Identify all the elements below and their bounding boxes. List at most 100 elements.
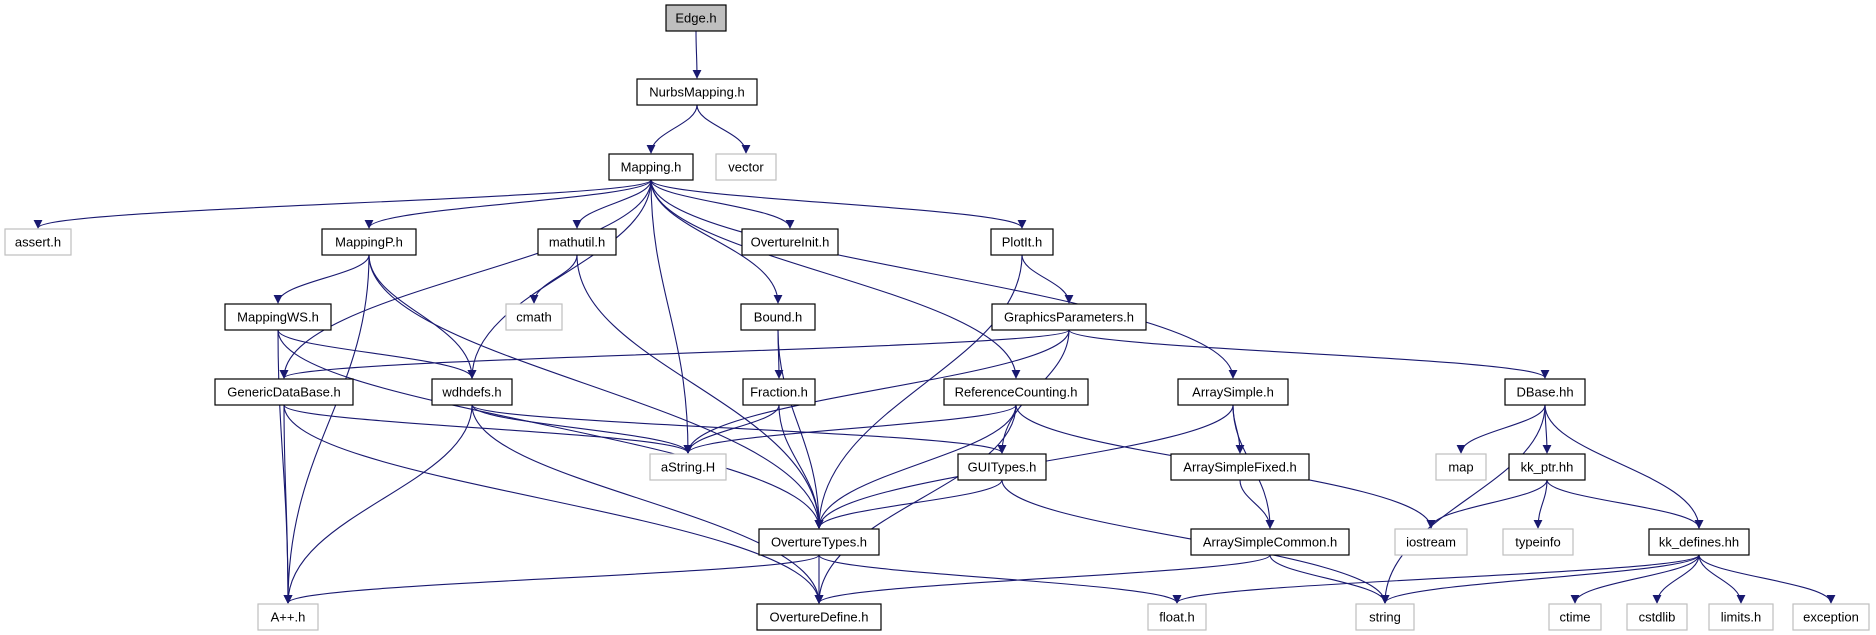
node-label: cstdlib (1639, 610, 1676, 625)
node-astring: aString.H (649, 453, 727, 481)
edge-overturetypes-to-floath (818, 554, 1182, 604)
edge-dbase-to-string (1380, 404, 1546, 604)
node-string: string (1355, 603, 1415, 631)
node-mathutil[interactable]: mathutil.h (537, 228, 617, 256)
edge-layer (33, 30, 1836, 604)
node-cstdlib: cstdlib (1626, 603, 1688, 631)
node-exception: exception (1792, 603, 1870, 631)
node-label: GenericDataBase.h (227, 385, 340, 400)
edge-overturetypes-to-app (283, 554, 820, 604)
node-app: A++.h (257, 603, 319, 631)
edge-mapping-to-mathutil (572, 179, 652, 229)
edge-arraysimplecommon-to-overturedefine (814, 554, 1271, 604)
edge-mapping-to-wdhdefs (467, 179, 652, 379)
node-label: float.h (1159, 610, 1194, 625)
edge-graphicsparams-to-dbase (1068, 329, 1550, 379)
edge-mapping-to-assert (33, 179, 652, 229)
node-guitypes[interactable]: GUITypes.h (957, 453, 1047, 481)
node-arraysimple[interactable]: ArraySimple.h (1177, 378, 1289, 406)
edge-kkdefines-to-ctime (1570, 554, 1700, 604)
edge-wdhdefs-to-overturedefine (471, 404, 824, 604)
edge-bound-to-overturetypes (777, 329, 824, 529)
node-refcount[interactable]: ReferenceCounting.h (943, 378, 1089, 406)
node-box (1147, 603, 1207, 631)
node-box (257, 603, 319, 631)
node-box (1435, 453, 1487, 481)
node-plotit[interactable]: PlotIt.h (990, 228, 1054, 256)
edge-plotit-to-overturetypes (814, 254, 1023, 529)
node-kkptr[interactable]: kk_ptr.hh (1508, 453, 1586, 481)
node-nurbs[interactable]: NurbsMapping.h (636, 78, 758, 106)
node-box (1626, 603, 1688, 631)
node-overturetypes[interactable]: OvertureTypes.h (758, 528, 880, 556)
node-fraction[interactable]: Fraction.h (742, 378, 816, 406)
node-typeinfo: typeinfo (1502, 528, 1574, 556)
edge-genericdb-to-overturedefine (283, 404, 824, 604)
node-label: OvertureInit.h (751, 235, 830, 250)
node-label: kk_ptr.hh (1521, 460, 1574, 475)
node-label: OvertureTypes.h (771, 535, 867, 550)
node-box (991, 303, 1147, 331)
node-map: map (1435, 453, 1487, 481)
node-wdhdefs[interactable]: wdhdefs.h (431, 378, 513, 406)
node-label: NurbsMapping.h (649, 85, 744, 100)
node-mapping[interactable]: Mapping.h (608, 153, 694, 181)
node-label: A++.h (271, 610, 306, 625)
node-label: DBase.hh (1516, 385, 1573, 400)
node-box (4, 228, 72, 256)
node-box (1177, 378, 1289, 406)
node-label: ArraySimple.h (1192, 385, 1274, 400)
edge-genericdb-to-app (283, 404, 293, 604)
node-mappingp[interactable]: MappingP.h (321, 228, 417, 256)
edge-mapping-to-astring (650, 179, 693, 454)
node-label: exception (1803, 610, 1859, 625)
node-overtureinit[interactable]: OvertureInit.h (741, 228, 839, 256)
node-edge[interactable]: Edge.h (665, 4, 727, 32)
edge-graphicsparams-to-genericdb (279, 329, 1070, 379)
node-assert: assert.h (4, 228, 72, 256)
node-box (537, 228, 617, 256)
node-box (1792, 603, 1870, 631)
edge-nurbs-to-vector (696, 104, 751, 154)
edge-mapping-to-mappingp (364, 179, 652, 229)
node-arraysimplecommon[interactable]: ArraySimpleCommon.h (1190, 528, 1350, 556)
node-mappingws[interactable]: MappingWS.h (224, 303, 332, 331)
node-box (505, 303, 563, 331)
node-bound[interactable]: Bound.h (740, 303, 816, 331)
edge-mappingws-to-overturetypes (277, 329, 824, 529)
node-graphicsparams[interactable]: GraphicsParameters.h (991, 303, 1147, 331)
edge-fraction-to-overturetypes (778, 404, 824, 529)
node-dbase[interactable]: DBase.hh (1504, 378, 1586, 406)
node-box (321, 228, 417, 256)
node-box (943, 378, 1089, 406)
node-label: typeinfo (1515, 535, 1561, 550)
node-box (990, 228, 1054, 256)
node-limits: limits.h (1708, 603, 1774, 631)
node-arraysimplefixed[interactable]: ArraySimpleFixed.h (1170, 453, 1310, 481)
node-label: ArraySimpleCommon.h (1203, 535, 1337, 550)
node-label: assert.h (15, 235, 61, 250)
node-box (758, 528, 880, 556)
node-genericdb[interactable]: GenericDataBase.h (214, 378, 354, 406)
node-label: iostream (1406, 535, 1456, 550)
edge-mapping-to-bound (650, 179, 783, 304)
edge-refcount-to-overturedefine (814, 404, 1017, 604)
edge-mathutil-to-cmath (529, 254, 578, 304)
node-label: aString.H (661, 460, 715, 475)
edge-kkdefines-to-cstdlib (1652, 554, 1700, 604)
edge-guitypes-to-overturetypes (814, 479, 1003, 529)
edge-kkdefines-to-limits (1698, 554, 1746, 604)
node-kkdefines[interactable]: kk_defines.hh (1648, 528, 1750, 556)
edge-kkdefines-to-floath (1172, 554, 1700, 604)
edge-wdhdefs-to-app (283, 404, 473, 604)
edge-kkptr-to-kkdefines (1546, 479, 1704, 529)
node-overturedefine[interactable]: OvertureDefine.h (756, 603, 882, 631)
node-box (1394, 528, 1468, 556)
edge-mapping-to-overtureinit (650, 179, 795, 229)
node-box (756, 603, 882, 631)
node-label: map (1448, 460, 1473, 475)
node-ctime: ctime (1548, 603, 1602, 631)
edge-refcount-to-overturetypes (814, 404, 1017, 529)
node-iostream: iostream (1394, 528, 1468, 556)
edge-mapping-to-refcount (650, 179, 1021, 379)
